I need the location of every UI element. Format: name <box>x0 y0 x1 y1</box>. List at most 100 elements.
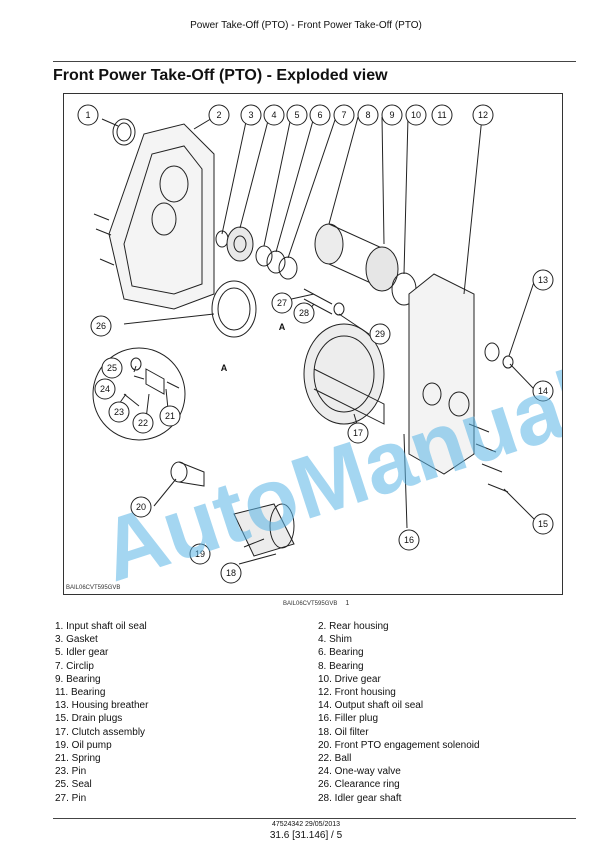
detail-label-a-2: A <box>221 363 228 373</box>
callout-7: 7 <box>333 104 355 126</box>
legend-item: 9. Bearing <box>55 673 101 685</box>
svg-text:11: 11 <box>437 110 446 120</box>
legend-item: 3. Gasket <box>55 634 98 646</box>
legend-item: 24. One-way valve <box>318 766 401 778</box>
callout-16: 16 <box>398 529 420 551</box>
svg-text:24: 24 <box>100 384 110 394</box>
svg-text:3: 3 <box>248 110 253 120</box>
figure-caption: BAIL06CVT595GVB 1 <box>283 600 349 607</box>
legend-item: 1. Input shaft oil seal <box>55 621 147 632</box>
legend-item: 27. Pin <box>55 792 87 804</box>
callout-6: 6 <box>309 104 331 126</box>
legend-item: 21. Spring <box>55 753 101 765</box>
page-reference: 31.6 [31.146] / 5 <box>269 830 343 841</box>
legend-item: 20. Front PTO engagement solenoid <box>318 739 480 751</box>
legend-item: 25. Seal <box>55 779 92 791</box>
legend-item: 16. Filler plug <box>318 713 379 725</box>
svg-text:14: 14 <box>538 386 548 396</box>
svg-text:26: 26 <box>96 321 106 331</box>
callout-22: 22 <box>132 412 154 434</box>
svg-text:7: 7 <box>341 110 346 120</box>
document-reference: 47524342 29/05/2013 <box>271 821 341 828</box>
svg-text:28: 28 <box>299 308 309 318</box>
callout-27: 27 <box>271 292 293 314</box>
callout-2: 2 <box>208 104 230 126</box>
svg-text:15: 15 <box>538 519 548 529</box>
svg-text:20: 20 <box>136 502 146 512</box>
exploded-view-figure: 1 2 3 4 5 6 7 8 9 10 11 12 13 14 15 16 1… <box>63 93 563 595</box>
header-rule <box>53 61 576 62</box>
svg-text:5: 5 <box>294 110 299 120</box>
callout-8: 8 <box>357 104 379 126</box>
svg-text:9: 9 <box>389 110 394 120</box>
legend-item: 17. Clutch assembly <box>55 726 146 738</box>
page-title: Front Power Take-Off (PTO) - Exploded vi… <box>53 67 388 84</box>
callout-3: 3 <box>240 104 262 126</box>
legend-left-column: 1. Input shaft oil seal 3. Gasket 5. Idl… <box>55 620 148 805</box>
legend-item: 22. Ball <box>318 753 352 765</box>
legend-item: 19. Oil pump <box>55 739 112 751</box>
legend-item: 28. Idler gear shaft <box>318 792 402 804</box>
clutch-assembly-shape <box>303 323 385 425</box>
svg-text:2: 2 <box>216 110 221 120</box>
legend-item: 14. Output shaft oil seal <box>318 700 424 712</box>
svg-text:22: 22 <box>138 418 148 428</box>
callout-21: 21 <box>159 405 181 427</box>
callout-14: 14 <box>532 380 554 402</box>
oil-filter-shape <box>233 503 295 557</box>
svg-text:16: 16 <box>404 535 414 545</box>
callout-28: 28 <box>293 302 315 324</box>
legend-item: 2. Rear housing <box>318 621 389 632</box>
callout-11: 11 <box>431 104 453 126</box>
input-seal-shape <box>112 118 136 146</box>
legend-item: 23. Pin <box>55 766 87 778</box>
running-header: Power Take-Off (PTO) - Front Power Take-… <box>190 20 422 31</box>
legend-item: 15. Drain plugs <box>55 713 123 725</box>
callout-19: 19 <box>189 543 211 565</box>
callout-12: 12 <box>472 104 494 126</box>
svg-text:13: 13 <box>538 275 548 285</box>
callout-17: 17 <box>347 422 369 444</box>
legend-item: 26. Clearance ring <box>318 779 400 791</box>
legend-item: 13. Housing breather <box>55 700 149 712</box>
legend-item: 7. Circlip <box>55 660 94 672</box>
callout-5: 5 <box>286 104 308 126</box>
svg-text:21: 21 <box>165 411 175 421</box>
callout-20: 20 <box>130 496 152 518</box>
callout-26: 26 <box>90 315 112 337</box>
svg-text:19: 19 <box>195 549 205 559</box>
svg-text:27: 27 <box>277 298 287 308</box>
callout-1: 1 <box>77 104 99 126</box>
svg-text:12: 12 <box>478 110 488 120</box>
svg-text:29: 29 <box>375 329 385 339</box>
callout-29: 29 <box>369 323 391 345</box>
rear-housing-shape <box>108 123 215 310</box>
legend-item: 10. Drive gear <box>318 673 381 685</box>
legend-item: 11. Bearing <box>55 687 106 699</box>
svg-text:10: 10 <box>411 110 421 120</box>
exploded-view-drawing: 1 2 3 4 5 6 7 8 9 10 11 12 13 14 15 16 1… <box>77 104 562 594</box>
svg-text:25: 25 <box>107 363 117 373</box>
callout-10: 10 <box>405 104 427 126</box>
legend-item: 6. Bearing <box>318 647 364 659</box>
legend-item: 18. Oil filter <box>318 726 369 738</box>
svg-text:1: 1 <box>85 110 90 120</box>
callout-25: 25 <box>101 357 123 379</box>
image-code: BAIL06CVT595GVB <box>66 585 121 591</box>
svg-text:8: 8 <box>365 110 370 120</box>
callout-15: 15 <box>532 513 554 535</box>
callout-13: 13 <box>532 269 554 291</box>
callout-4: 4 <box>263 104 285 126</box>
detail-label-a: A <box>279 322 286 332</box>
legend-item: 4. Shim <box>318 634 352 646</box>
legend-item: 5. Idler gear <box>55 647 109 659</box>
legend-item: 8. Bearing <box>318 660 364 672</box>
svg-text:4: 4 <box>271 110 276 120</box>
front-housing-shape <box>408 273 475 475</box>
figure-number: 1 <box>345 600 350 607</box>
caption-code: BAIL06CVT595GVB <box>283 601 338 607</box>
svg-text:18: 18 <box>226 568 236 578</box>
callout-24: 24 <box>94 378 116 400</box>
legend-item: 12. Front housing <box>318 687 396 699</box>
callout-18: 18 <box>220 562 242 584</box>
